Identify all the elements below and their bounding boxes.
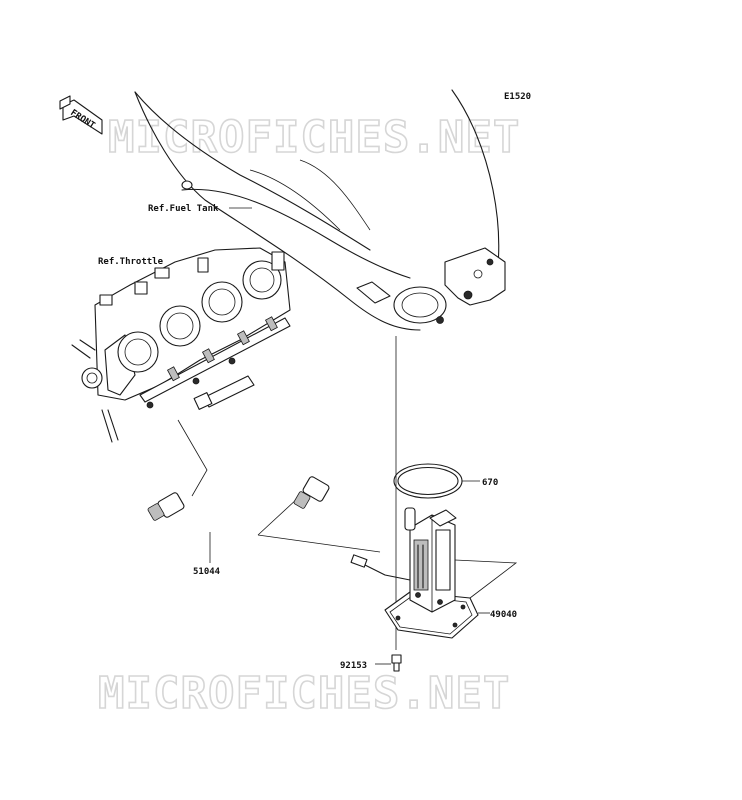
watermark-top: MICROFICHES.NET bbox=[108, 112, 520, 163]
fuel-pump-assembly-49040 bbox=[350, 507, 479, 639]
part-number-670: 670 bbox=[482, 478, 498, 488]
o-ring-670 bbox=[393, 463, 463, 499]
diagram-code: E1520 bbox=[504, 92, 531, 102]
fuel-hose-51044 bbox=[147, 443, 330, 540]
front-arrow-icon: FRONT bbox=[59, 95, 103, 135]
ref-throttle-label: Ref.Throttle bbox=[98, 257, 164, 267]
part-number-92153: 92153 bbox=[340, 661, 367, 671]
part-number-51044: 51044 bbox=[193, 567, 221, 577]
throttle-body-assembly bbox=[71, 247, 291, 443]
ref-fuel-tank-label: Ref.Fuel Tank bbox=[148, 204, 219, 214]
part-number-49040: 49040 bbox=[490, 610, 517, 620]
fuel-tank bbox=[134, 89, 506, 331]
watermark-bottom: MICROFICHES.NET bbox=[98, 668, 510, 719]
screw-92153 bbox=[391, 654, 402, 672]
